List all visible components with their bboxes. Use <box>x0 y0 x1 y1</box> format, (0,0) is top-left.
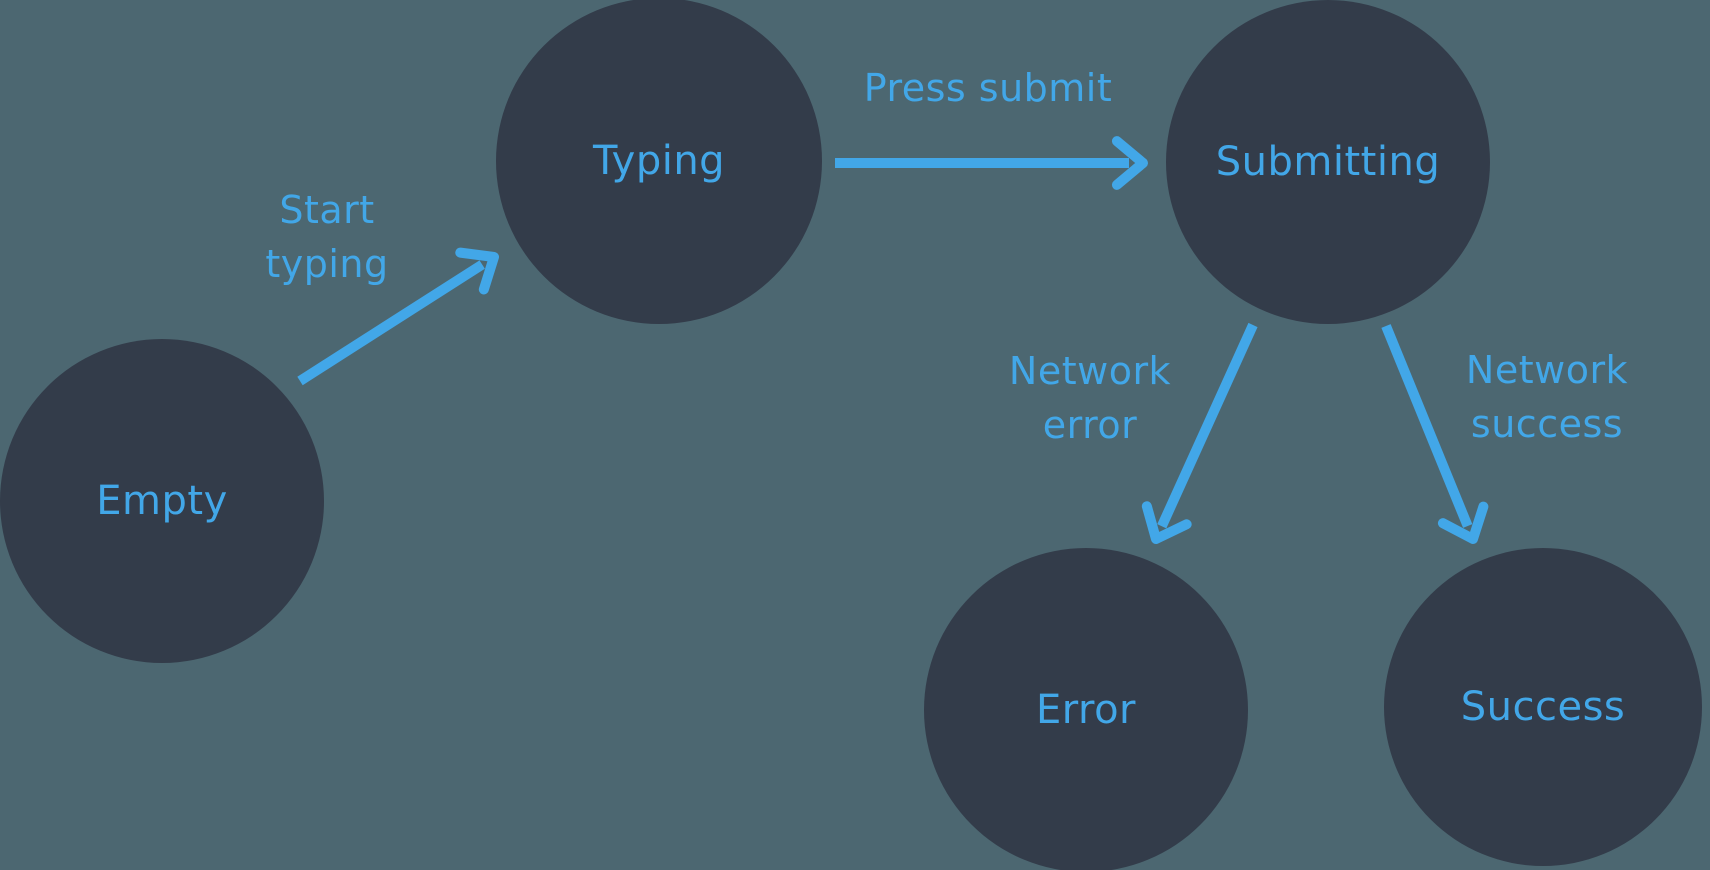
state-circle-typing <box>496 0 822 324</box>
state-label-typing: Typing <box>592 138 725 184</box>
transition-network-success: Network success <box>1381 324 1628 544</box>
transition-label-line: error <box>1043 403 1138 447</box>
state-label-submitting: Submitting <box>1216 139 1440 185</box>
state-circle-error <box>924 548 1248 870</box>
state-node-error: Error <box>924 548 1248 870</box>
transition-label-line: Network <box>1009 349 1171 393</box>
transition-label-line: success <box>1471 402 1623 446</box>
state-node-empty: Empty <box>0 339 324 663</box>
transition-arrow-shaft-network-error <box>1157 322 1258 529</box>
state-circle-submitting <box>1166 0 1490 324</box>
state-node-typing: Typing <box>496 0 822 324</box>
state-label-empty: Empty <box>96 478 227 524</box>
transition-arrow-shaft-network-success <box>1381 324 1473 528</box>
transition-label-line: Press submit <box>864 66 1113 110</box>
transition-label-network-error: Network error <box>1009 349 1171 447</box>
state-label-error: Error <box>1036 687 1136 733</box>
state-circle-success <box>1384 548 1702 866</box>
arrowhead-icon <box>1141 501 1192 544</box>
transition-label-line: Network <box>1466 348 1628 392</box>
state-node-success: Success <box>1384 548 1702 866</box>
transition-label-line: typing <box>265 242 388 286</box>
transition-label-start-typing: Start typing <box>265 188 388 286</box>
transition-start-typing: Start typing <box>265 188 499 386</box>
state-label-success: Success <box>1461 684 1626 730</box>
transition-arrow-shaft-start-typing <box>297 260 485 386</box>
arrowhead-icon <box>455 247 499 295</box>
transition-press-submit: Press submit <box>835 66 1148 190</box>
transition-label-line: Start <box>279 188 374 232</box>
state-circle-empty <box>0 339 324 663</box>
arrowhead-icon <box>1437 501 1489 544</box>
transition-label-network-success: Network success <box>1466 348 1628 446</box>
transition-network-error: Network error <box>1009 322 1258 544</box>
transition-label-press-submit: Press submit <box>864 66 1113 110</box>
arrowhead-icon <box>1111 136 1148 190</box>
state-node-submitting: Submitting <box>1166 0 1490 324</box>
